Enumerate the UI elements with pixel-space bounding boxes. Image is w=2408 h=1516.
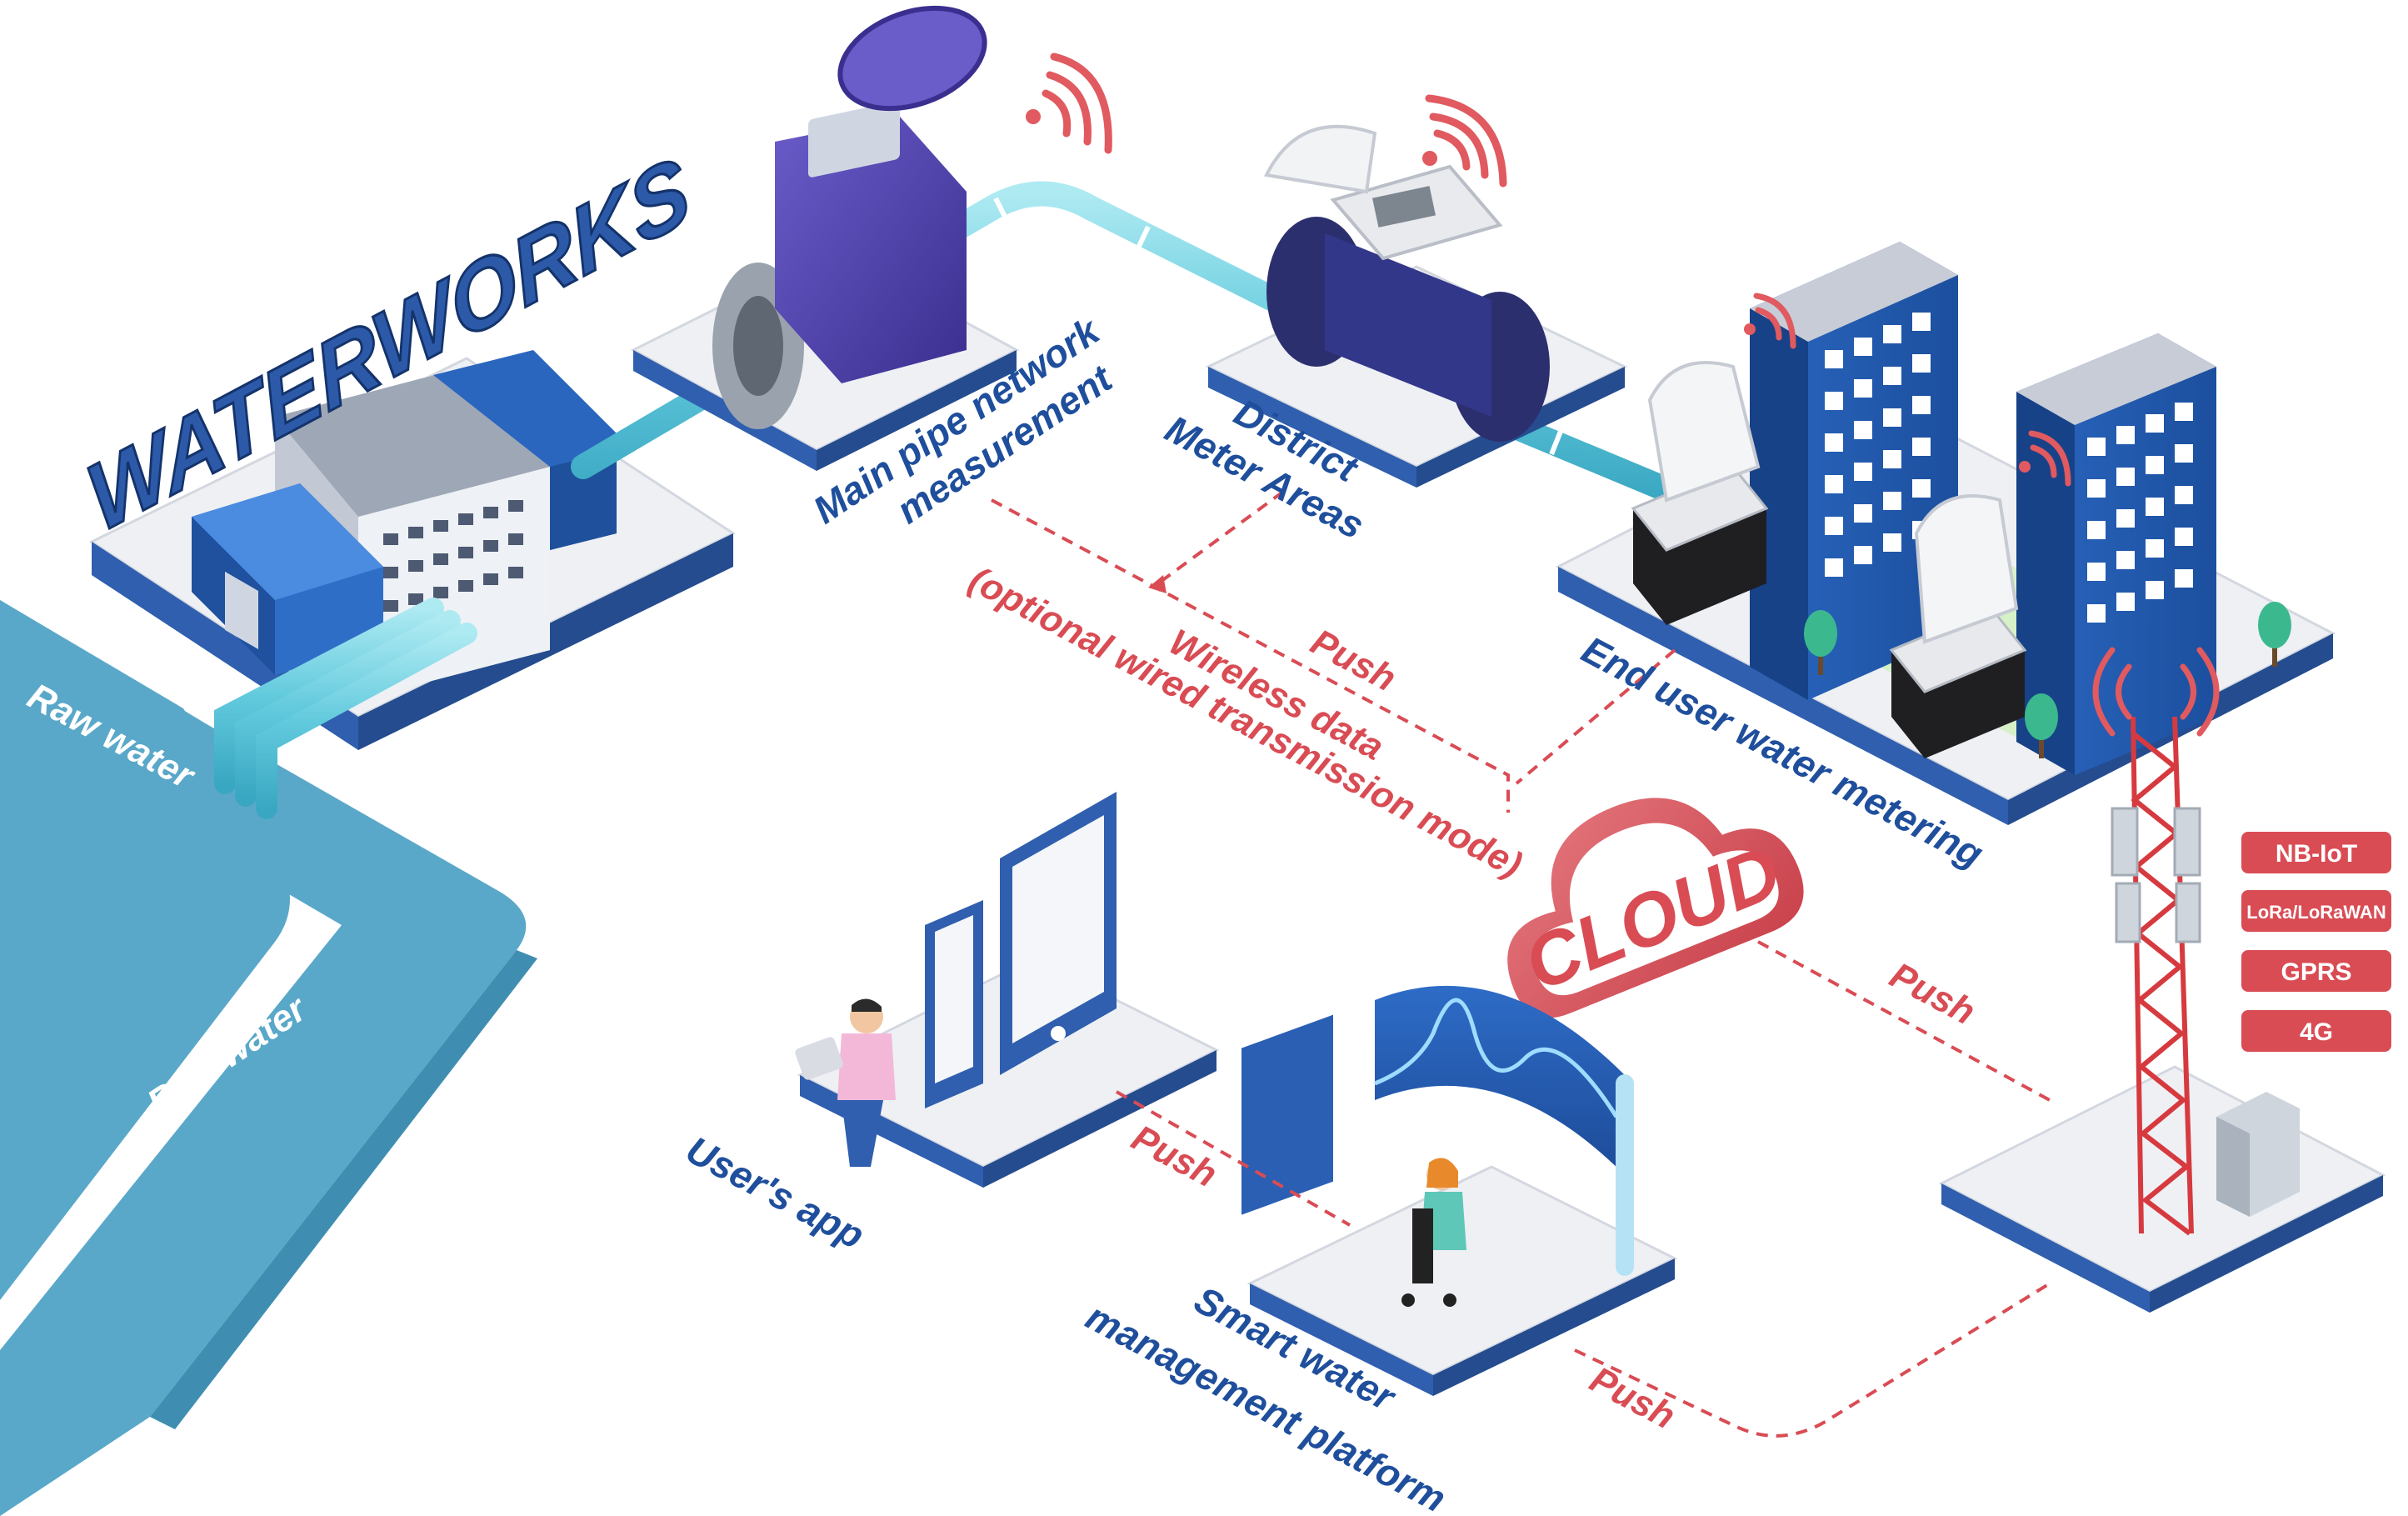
label-push-bottom: Push <box>1583 1359 1681 1438</box>
river-bank <box>150 950 537 1429</box>
household-meter-1 <box>1631 361 1769 625</box>
network-badge-4g: 4G <box>2241 1010 2391 1052</box>
platform-center <box>1246 1165 1678 1396</box>
arrow-head <box>1148 575 1167 593</box>
equipment-cabinet <box>2216 1092 2300 1217</box>
factory-building <box>192 350 617 700</box>
person-with-laptop <box>795 998 896 1167</box>
tower-platform <box>1938 1065 2386 1313</box>
household-meter-2 <box>1889 494 2027 758</box>
cell-tower <box>2111 716 2201 1236</box>
tower-signal-icon <box>2092 647 2220 737</box>
label-push-top: Push <box>1304 622 1402 700</box>
trees <box>1804 602 2291 758</box>
svg-text:NB-IoT: NB-IoT <box>2276 840 2357 868</box>
flow-line-app-platform <box>1116 1090 1351 1227</box>
waterworks-pipes <box>214 598 477 819</box>
label-push-app: Push <box>1125 1118 1223 1196</box>
flow-lines <box>991 490 2051 1438</box>
wifi-icon-end-user <box>1744 293 2071 487</box>
svg-text:4G: 4G <box>2300 1018 2333 1046</box>
flow-line-main-meter <box>991 498 1510 813</box>
network-badges: NB-IoT LoRa/LoRaWAN GPRS 4G <box>2241 832 2391 1052</box>
svg-text:GPRS: GPRS <box>2281 958 2351 986</box>
dma-meter <box>1263 124 1550 442</box>
wifi-icon-main-meter <box>1026 53 1112 154</box>
tablet-device <box>1000 792 1117 1075</box>
network-badge-nbiot: NB-IoT <box>2241 832 2391 873</box>
flow-line-dma <box>1157 490 1285 585</box>
apartment-building-right <box>2016 333 2216 775</box>
main-pipe <box>571 181 1704 513</box>
wifi-icon-dma <box>1422 94 1507 188</box>
operator-person <box>1401 1158 1466 1307</box>
river-bend <box>0 600 527 1516</box>
flow-line-cloud-tower <box>1757 940 2051 1102</box>
phone-device <box>925 900 983 1108</box>
cloud-icon: CLOUD <box>1507 798 1804 1018</box>
label-push-right: Push <box>1883 955 1981 1033</box>
curved-dashboard-screen <box>1241 985 1634 1276</box>
flow-line-platform-tower <box>1574 1282 2051 1438</box>
svg-text:LoRa/LoRaWAN: LoRa/LoRaWAN <box>2246 902 2386 923</box>
network-badge-gprs: GPRS <box>2241 950 2391 992</box>
flow-line-end-user <box>1515 648 1676 785</box>
main-pipe-meter <box>712 5 987 429</box>
apartment-building-left <box>1750 242 1958 700</box>
network-badge-lora: LoRa/LoRaWAN <box>2241 890 2391 932</box>
label-users-app: User's app <box>679 1128 871 1257</box>
